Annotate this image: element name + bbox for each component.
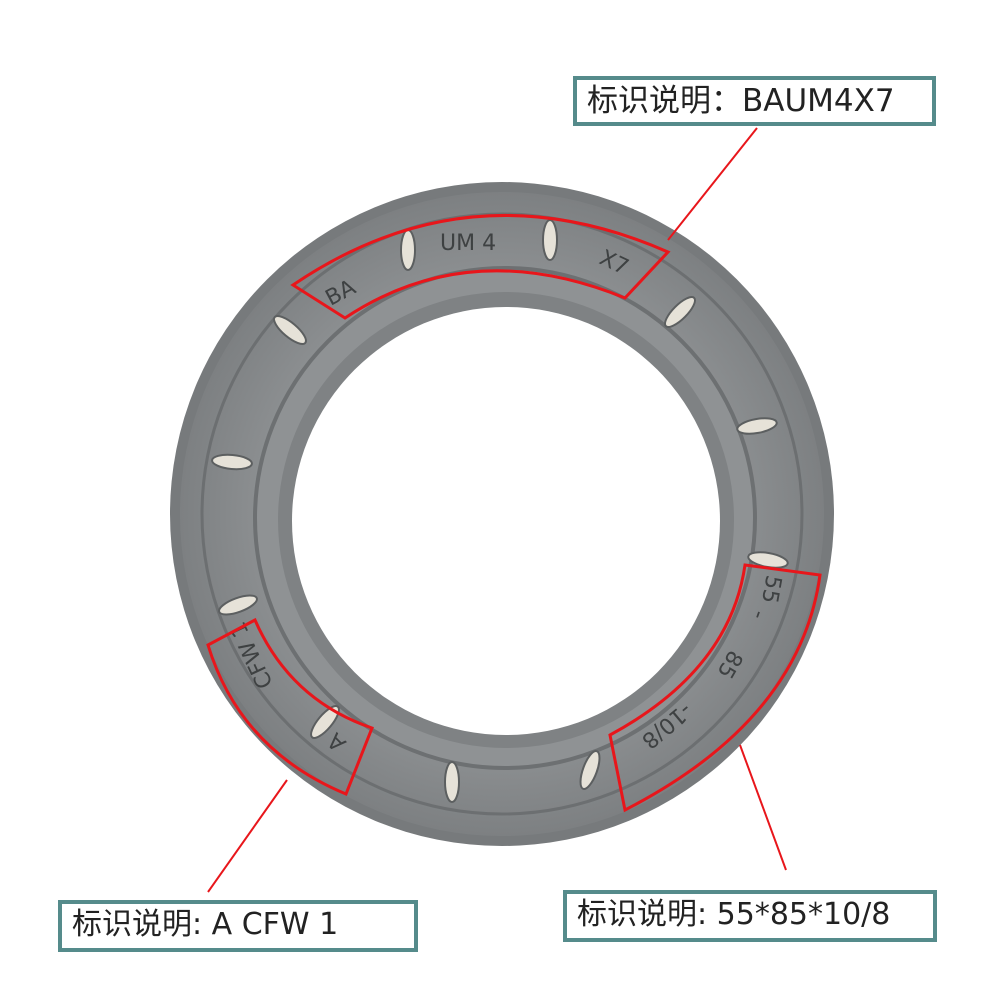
svg-text:55: 55 (756, 573, 785, 605)
label-right-marking: 标识说明: 55*85*10/8 (563, 890, 937, 942)
label-top-marking: 标识说明：BAUM4X7 (573, 76, 936, 126)
highlight-outlines (206, 213, 822, 813)
highlight-right (608, 563, 822, 813)
seal-body (170, 182, 834, 846)
highlight-top (290, 213, 671, 320)
svg-text:UM 4: UM 4 (440, 231, 496, 256)
callout-lines (207, 127, 787, 893)
seal-ribs (211, 219, 789, 803)
highlight-left (206, 617, 374, 796)
label-left-marking: 标识说明: A CFW 1 (58, 900, 418, 952)
